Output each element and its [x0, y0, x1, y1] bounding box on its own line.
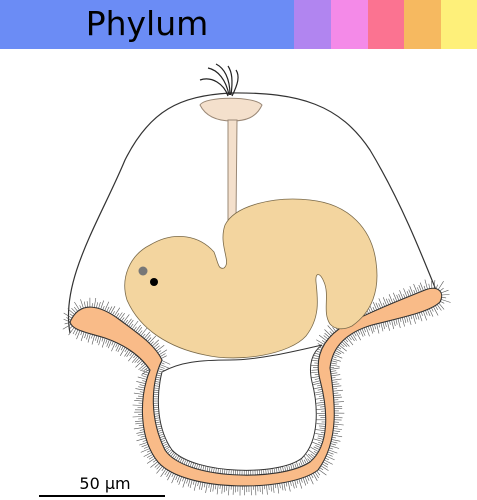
ring-lumen: [157, 344, 323, 471]
page-title: Phylum: [85, 4, 209, 43]
color-swatch-pink: [331, 0, 368, 49]
larva-illustration: [62, 63, 451, 496]
ciliated-band: [69, 287, 443, 487]
apical-tuft: [199, 63, 239, 97]
color-swatch-purple: [294, 0, 331, 49]
eyespot-black: [150, 278, 158, 286]
scale-bar: [39, 495, 165, 497]
eyespot-grey: [138, 266, 148, 276]
scale-bar-label: 50 µm: [79, 474, 131, 493]
color-swatch-yellow: [441, 0, 477, 49]
apical-organ: [199, 97, 263, 122]
header-banner: Phylum: [0, 0, 477, 49]
color-swatch-orange: [404, 0, 441, 49]
apical-stalk: [227, 119, 238, 223]
color-swatch-red: [368, 0, 404, 49]
title-block: Phylum: [0, 0, 294, 49]
gut: [124, 198, 378, 359]
